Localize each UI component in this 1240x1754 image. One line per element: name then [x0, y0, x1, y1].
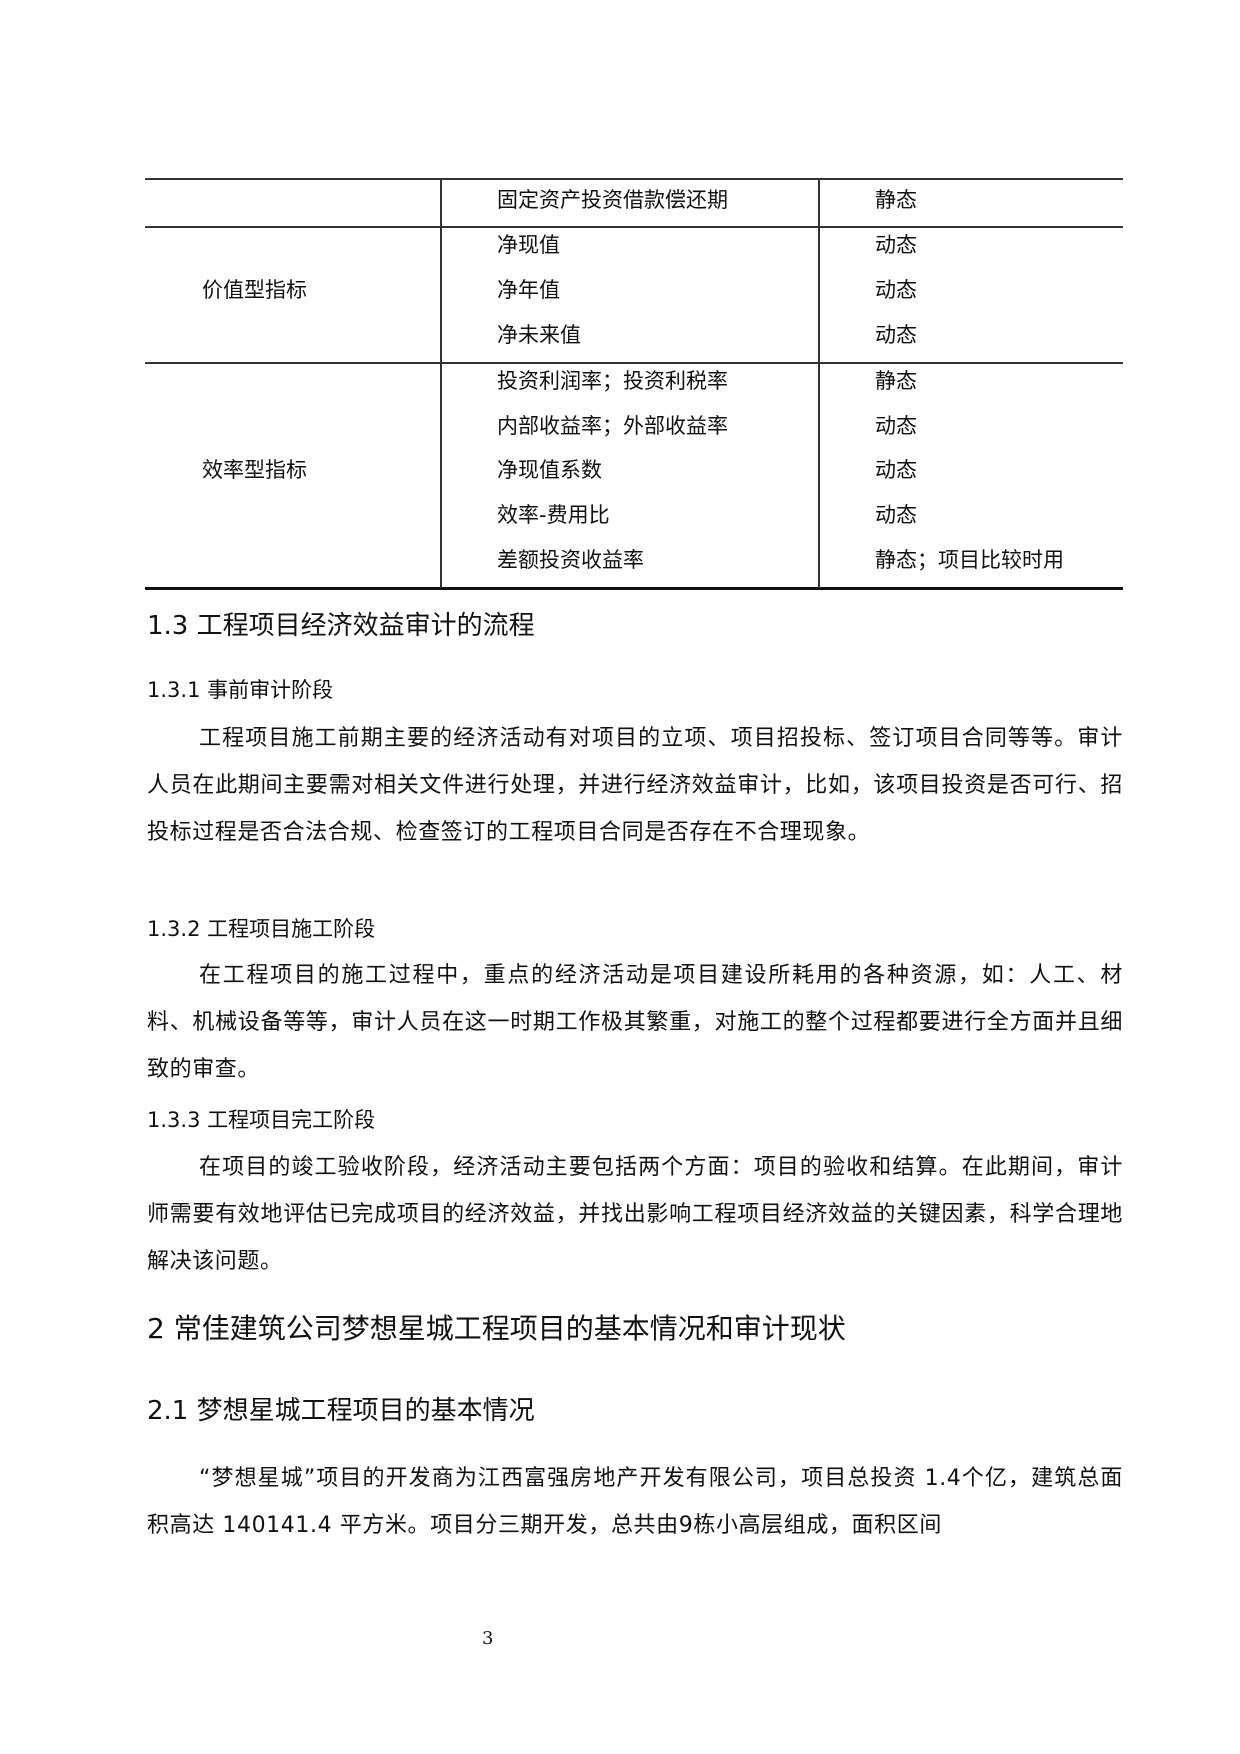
paragraph-2-1: “梦想星城”项目的开发商为江西富强房地产开发有限公司，项目总投资 1.4个亿，建…: [147, 1466, 1123, 1538]
table-column-divider: [818, 179, 820, 588]
subsection-heading-1-3-2: 1.3.2 工程项目施工阶段: [147, 917, 376, 941]
table-row-divider: [145, 362, 1123, 364]
indicator-name: 净现值: [497, 233, 560, 257]
chapter-heading-2: 2 常佳建筑公司梦想星城工程项目的基本情况和审计现状: [147, 1312, 846, 1345]
indicator-type: 静态: [875, 369, 917, 393]
table-row-divider: [145, 226, 1123, 228]
group-label-efficiency: 效率型指标: [202, 458, 307, 482]
indicator-name: 投资利润率；投资利税率: [497, 369, 728, 393]
paragraph-1-3-2: 在工程项目的施工过程中，重点的经济活动是项目建设所耗用的各种资源，如：人工、材料…: [147, 963, 1123, 1082]
group-label-value: 价值型指标: [202, 278, 307, 302]
indicator-type: 动态: [875, 414, 917, 438]
indicator-type: 动态: [875, 233, 917, 257]
indicator-type: 静态；项目比较时用: [875, 548, 1064, 572]
indicator-type: 动态: [875, 458, 917, 482]
indicator-name: 固定资产投资借款偿还期: [497, 188, 728, 212]
table-column-divider: [440, 179, 442, 588]
paragraph-1-3-3: 在项目的竣工验收阶段，经济活动主要包括两个方面：项目的验收和结算。在此期间，审计…: [147, 1155, 1123, 1274]
indicator-name: 净现值系数: [497, 458, 602, 482]
indicator-type: 动态: [875, 278, 917, 302]
subsection-heading-1-3-3: 1.3.3 工程项目完工阶段: [147, 1108, 376, 1132]
page-number: 3: [482, 1628, 494, 1649]
indicator-name: 净年值: [497, 278, 560, 302]
table-bottom-rule: [145, 587, 1123, 590]
table-top-rule: [145, 178, 1123, 180]
section-heading-1-3: 1.3 工程项目经济效益审计的流程: [147, 611, 535, 641]
subsection-heading-1-3-1: 1.3.1 事前审计阶段: [147, 678, 334, 702]
indicator-name: 内部收益率；外部收益率: [497, 414, 728, 438]
indicator-name: 差额投资收益率: [497, 548, 644, 572]
indicator-name: 净未来值: [497, 323, 581, 347]
indicator-type: 静态: [875, 188, 917, 212]
section-heading-2-1: 2.1 梦想星城工程项目的基本情况: [147, 1396, 535, 1426]
indicator-type: 动态: [875, 503, 917, 527]
indicator-type: 动态: [875, 323, 917, 347]
indicator-name: 效率-费用比: [497, 503, 610, 527]
paragraph-1-3-1: 工程项目施工前期主要的经济活动有对项目的立项、项目招投标、签订项目合同等等。审计…: [147, 726, 1123, 845]
